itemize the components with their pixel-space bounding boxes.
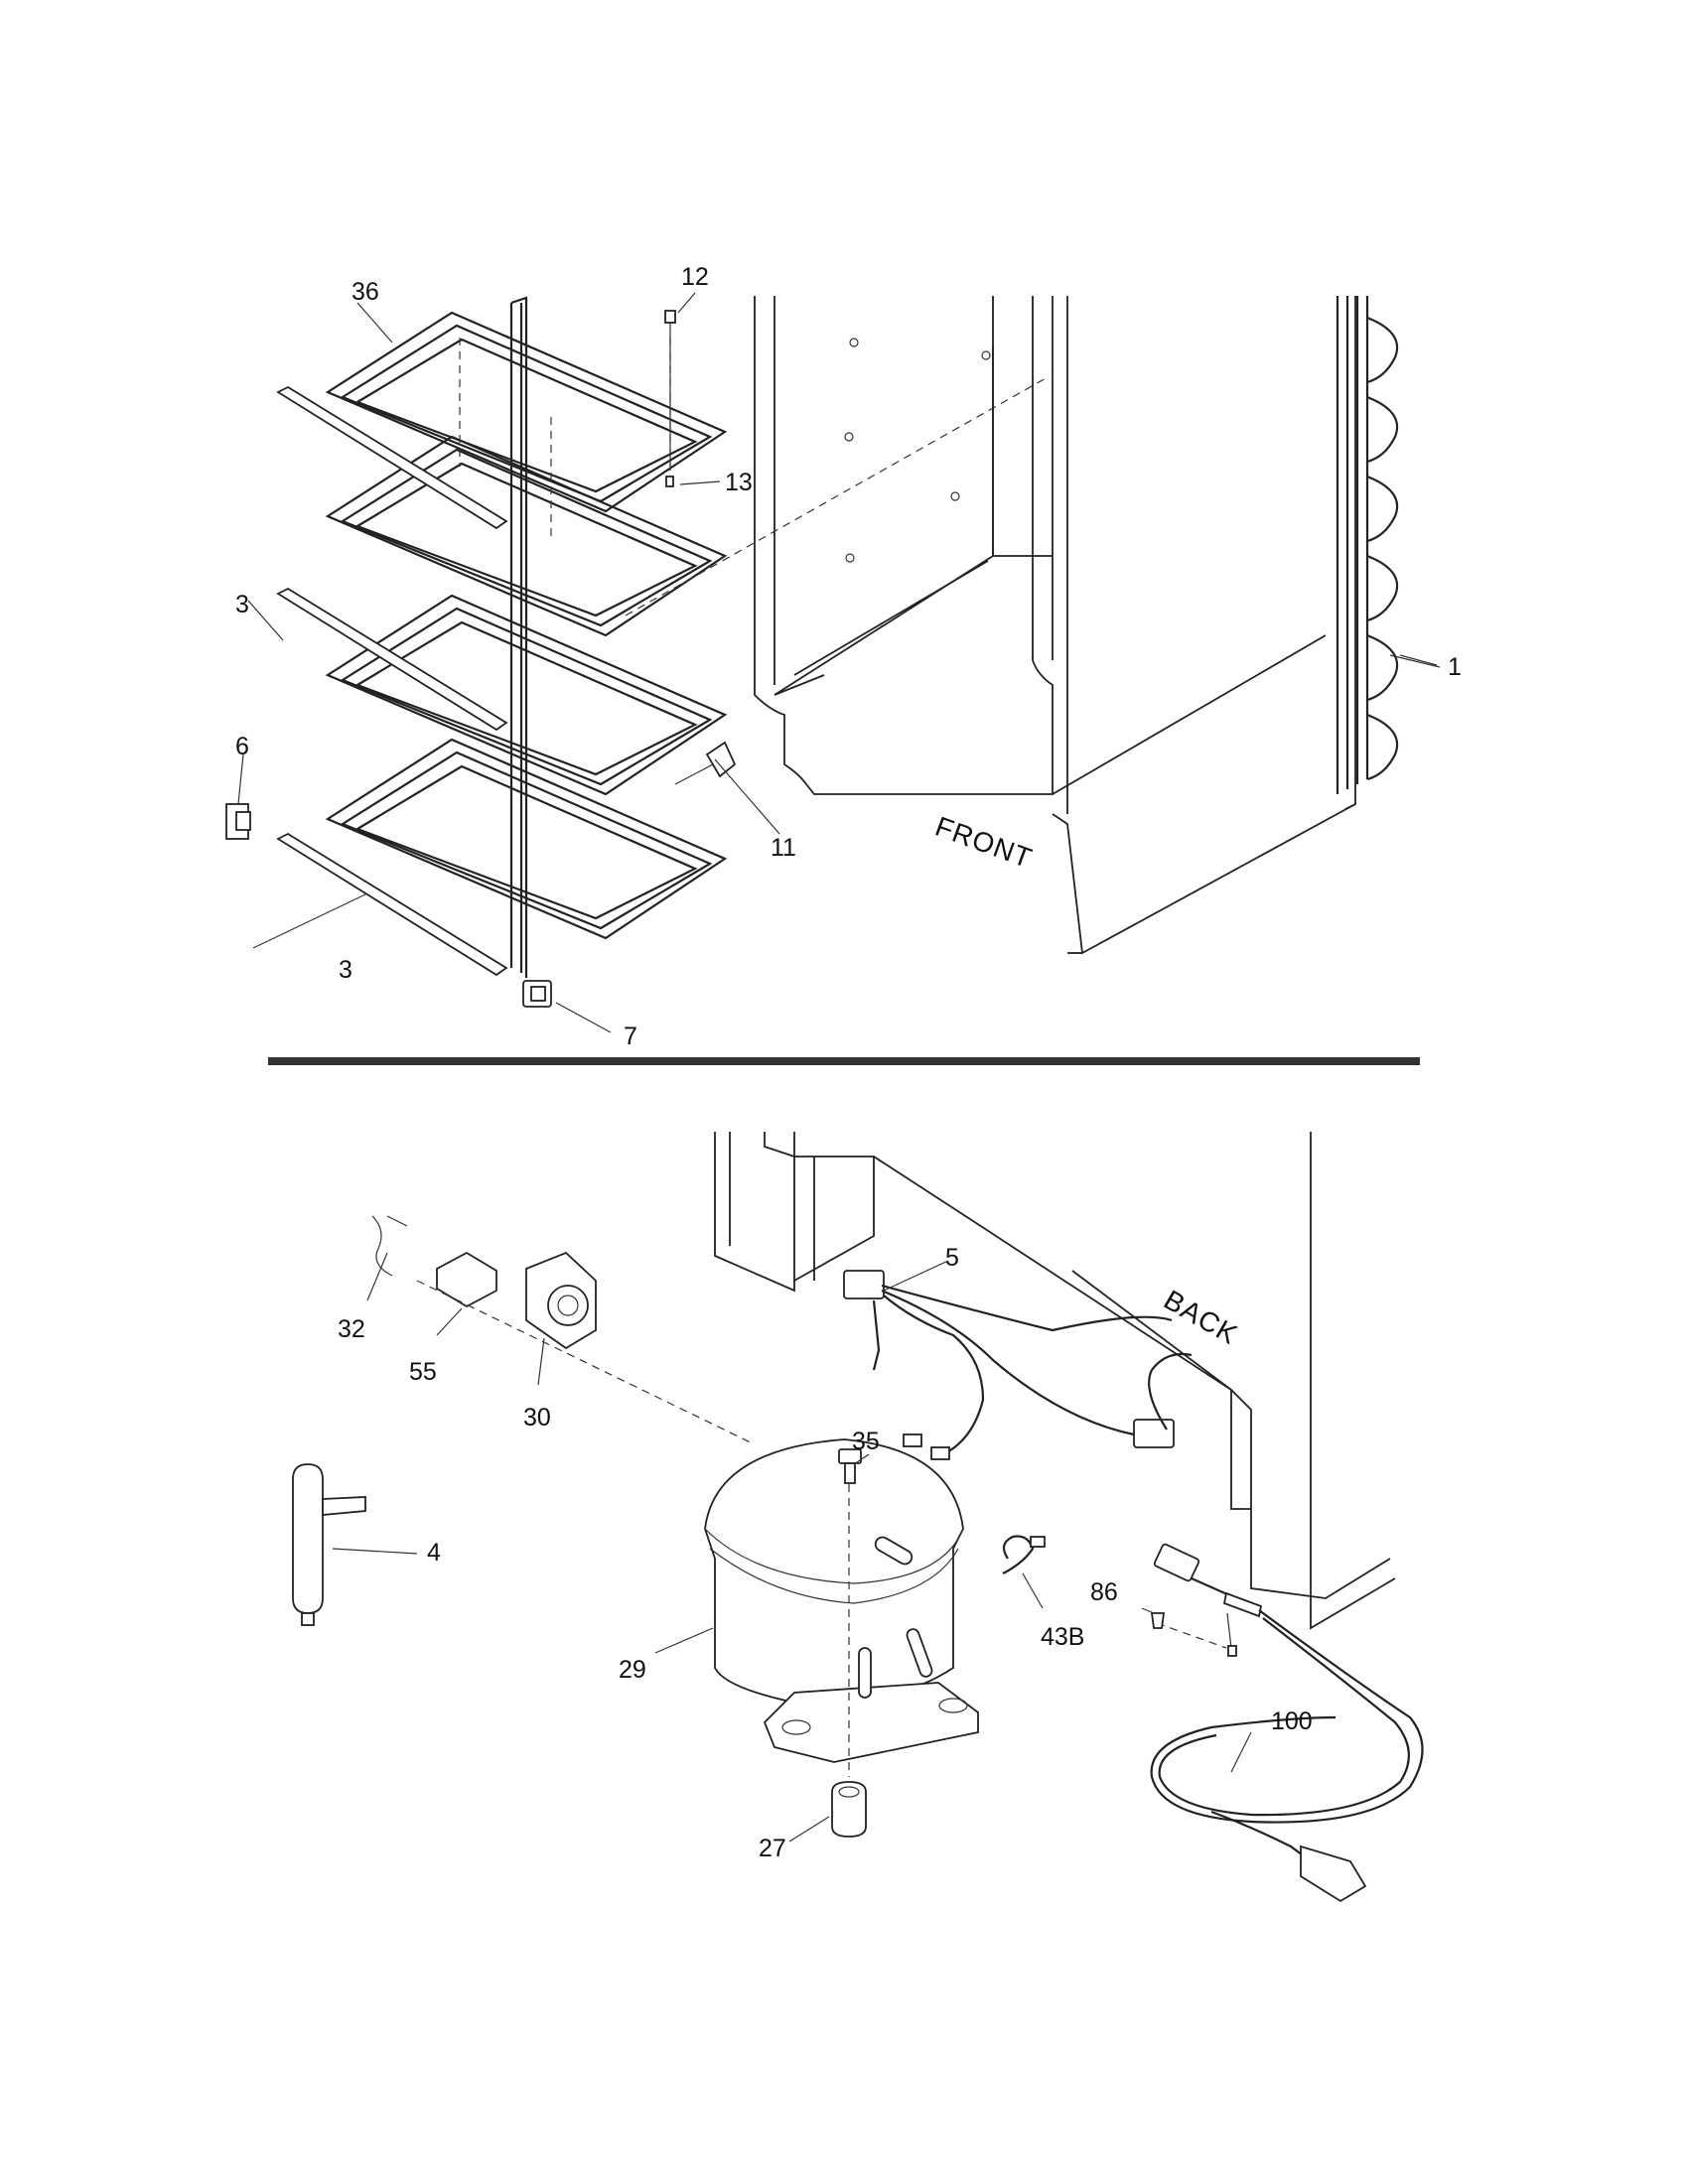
callout-55: 55 <box>409 1358 437 1386</box>
callout-3a: 3 <box>235 591 249 618</box>
power-cord <box>1150 1543 1424 1903</box>
section-divider <box>268 1057 1420 1065</box>
callout-11: 11 <box>771 834 796 862</box>
leader-dash-top <box>625 376 1049 616</box>
callout-7: 7 <box>624 1023 637 1050</box>
callout-3b: 3 <box>339 956 352 984</box>
callout-5: 5 <box>945 1244 959 1272</box>
callout-100: 100 <box>1271 1707 1313 1735</box>
bracket-11 <box>674 741 737 785</box>
shelf-4 <box>325 738 728 940</box>
callout-86: 86 <box>1090 1578 1118 1606</box>
clip-7 <box>522 980 552 1008</box>
callout-12: 12 <box>681 263 709 291</box>
callout-30: 30 <box>523 1404 551 1432</box>
callouts: 36 12 13 3 6 11 3 7 1 5 32 55 30 35 4 29… <box>235 263 1462 1862</box>
screws-12-13 <box>664 310 676 487</box>
callout-1: 1 <box>1448 653 1462 681</box>
callout-6: 6 <box>235 733 249 760</box>
support-rails <box>276 385 508 977</box>
evaporator-shelves <box>325 296 728 978</box>
shelf-3 <box>325 594 728 796</box>
filter-drier <box>292 1463 366 1626</box>
shelf-1 <box>325 311 728 513</box>
cabinet-top-view: FRONT <box>754 296 1356 955</box>
wiring-harness <box>843 1270 1193 1460</box>
callout-29: 29 <box>619 1656 646 1684</box>
compressor <box>704 1438 979 1777</box>
leader-lines <box>237 292 1438 1843</box>
front-label: FRONT <box>931 811 1037 875</box>
callout-4: 4 <box>427 1539 441 1567</box>
callout-13: 13 <box>725 469 753 496</box>
condenser-coil <box>1336 296 1441 794</box>
callout-36: 36 <box>352 278 379 306</box>
grommet <box>831 1781 867 1838</box>
clip-6 <box>225 803 251 840</box>
clip-43b <box>1002 1535 1046 1574</box>
callout-35: 35 <box>852 1428 880 1455</box>
relay-assembly <box>371 1215 756 1445</box>
callout-27: 27 <box>759 1835 786 1862</box>
back-label: BACK <box>1159 1284 1243 1350</box>
callout-43b: 43B <box>1041 1623 1084 1651</box>
callout-32: 32 <box>338 1315 365 1343</box>
